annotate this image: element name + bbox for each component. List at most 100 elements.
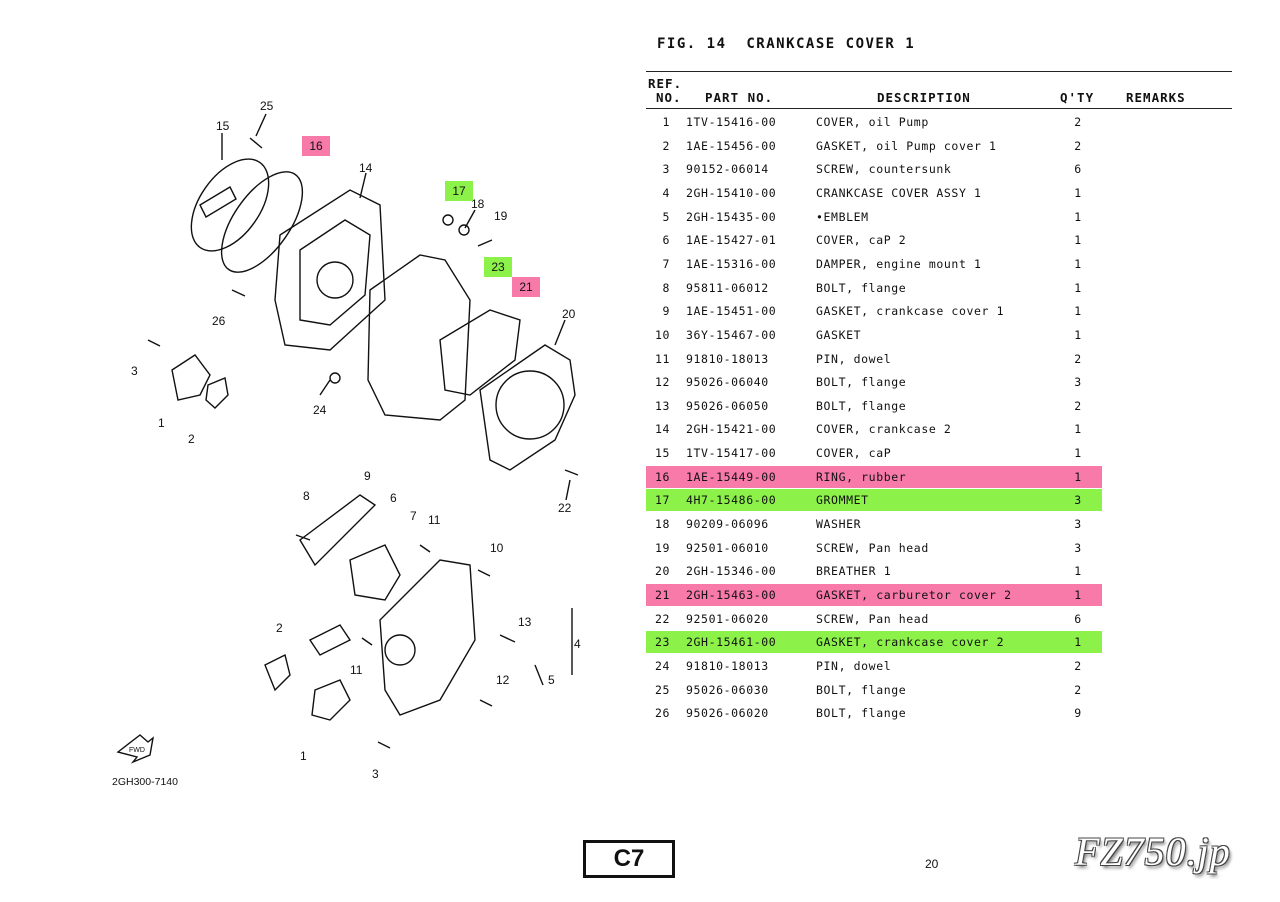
part-no: 1AE-15427-01 [686, 233, 777, 248]
callout-25: 25 [260, 99, 274, 113]
quantity: 1 [1074, 256, 1082, 271]
crankcase-cover-14 [274, 189, 386, 351]
header-remarks: REMARKS [1126, 90, 1186, 105]
ref-no: 13 [654, 398, 670, 413]
fwd-arrow-icon: FWD [116, 734, 155, 764]
part-no: 1AE-15449-00 [686, 469, 777, 484]
quantity: 1 [1074, 564, 1082, 579]
callout-2a: 2 [188, 432, 195, 446]
callout-14: 14 [359, 161, 373, 175]
quantity: 2 [1074, 398, 1082, 413]
callout-13: 13 [518, 615, 532, 629]
header-ref-line1: REF. [648, 76, 683, 91]
cap-cover-6 [349, 544, 401, 601]
table-header-rule [646, 108, 1232, 109]
description: BREATHER 1 [816, 564, 892, 579]
ref-no: 19 [654, 540, 670, 555]
part-no: 2GH-15410-00 [686, 185, 777, 200]
crankcase-cover-14-inner [299, 219, 371, 326]
ref-no: 23 [654, 635, 670, 650]
description: GASKET, crankcase cover 1 [816, 304, 1005, 319]
description: GASKET, crankcase cover 2 [816, 635, 1005, 650]
part-no: 95026-06040 [686, 375, 769, 390]
table-row: 23 2GH-15461-00 GASKET, crankcase cover 2 1 [646, 631, 1102, 654]
ref-no: 10 [654, 327, 670, 342]
callout-1b: 1 [300, 749, 307, 763]
callout-2b: 2 [276, 621, 283, 635]
description: COVER, crankcase 2 [816, 422, 952, 437]
part-no: 2GH-15461-00 [686, 635, 777, 650]
callout-22: 22 [558, 501, 572, 515]
quantity: 1 [1074, 280, 1082, 295]
quantity: 1 [1074, 185, 1082, 200]
ref-no: 20 [654, 564, 670, 579]
part-no: 95026-06030 [686, 682, 769, 697]
header-ref-line2: NO. [656, 90, 682, 105]
oil-pump-gasket-2 [205, 377, 229, 409]
part-no: 92501-06020 [686, 611, 769, 626]
part-no: 90209-06096 [686, 517, 769, 532]
ref-no: 3 [662, 162, 670, 177]
callout-7: 7 [410, 509, 417, 523]
watermark: FZ750.jp [1075, 829, 1231, 874]
callout-19: 19 [494, 209, 508, 223]
quantity: 3 [1074, 540, 1082, 555]
callout-3a: 3 [131, 364, 138, 378]
ref-no: 7 [662, 256, 670, 271]
ref-no: 18 [654, 517, 670, 532]
quantity: 1 [1074, 588, 1082, 602]
gasket-9 [299, 494, 377, 567]
table-top-rule [646, 71, 1232, 72]
part-no: 2GH-15435-00 [686, 209, 777, 224]
description: BOLT, flange [816, 706, 907, 721]
quantity: 1 [1074, 233, 1082, 248]
callout-9: 9 [364, 469, 371, 483]
ref-no: 21 [654, 588, 670, 602]
page-number: 20 [925, 857, 939, 871]
header-qty: Q'TY [1060, 90, 1095, 105]
description: BOLT, flange [816, 398, 907, 413]
description: GASKET, oil Pump cover 1 [816, 138, 997, 153]
oil-pump-gasket-2b [264, 653, 291, 692]
quantity: 1 [1074, 422, 1082, 437]
callout-17-highlight: 17 [445, 181, 473, 201]
quantity: 1 [1074, 469, 1082, 484]
callout-18: 18 [471, 197, 485, 211]
part-no: 2GH-15346-00 [686, 564, 777, 579]
callout-11b: 11 [350, 663, 363, 677]
gasket-21 [439, 309, 521, 396]
callout-16-highlight: 16 [302, 136, 330, 156]
ref-no: 5 [662, 209, 670, 224]
ref-no: 26 [654, 706, 670, 721]
ref-no: 1 [662, 115, 670, 129]
header-part-no: PART NO. [705, 90, 774, 105]
callout-6: 6 [390, 491, 397, 505]
callout-3b: 3 [372, 767, 379, 781]
description: SCREW, Pan head [816, 611, 929, 626]
part-no: 95026-06020 [686, 706, 769, 721]
table-row: 7 1AE-15316-00 DAMPER, engine mount 1 1 [646, 253, 1102, 275]
description: DAMPER, engine mount 1 [816, 256, 982, 271]
part-no: 1AE-15316-00 [686, 256, 777, 271]
description: RING, rubber [816, 469, 907, 484]
quantity: 1 [1074, 635, 1082, 650]
oil-pump-cover-1 [171, 354, 211, 401]
ref-no: 17 [654, 493, 670, 508]
description: SCREW, Pan head [816, 540, 929, 555]
description: GASKET, carburetor cover 2 [816, 588, 1012, 602]
callout-10: 10 [490, 541, 504, 555]
quantity: 9 [1074, 706, 1082, 721]
ref-no: 6 [662, 233, 670, 248]
ref-no: 14 [654, 422, 670, 437]
